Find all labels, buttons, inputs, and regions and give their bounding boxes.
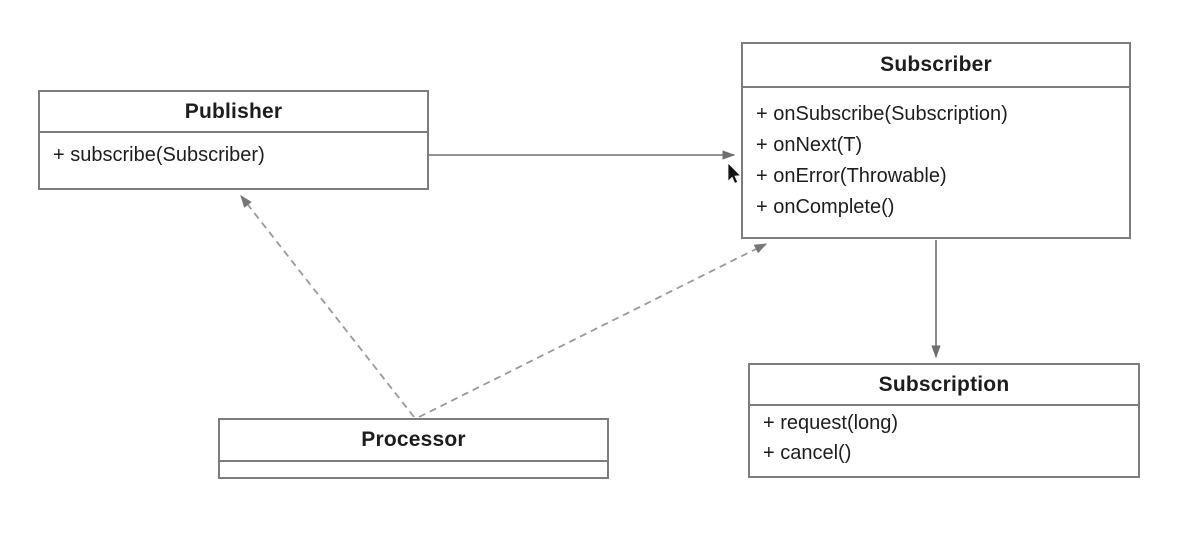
publisher-class-box: Publisher + subscribe(Subscriber) [38, 90, 429, 190]
edge-processor-to-subscriber [418, 243, 768, 418]
subscriber-method: + onSubscribe(Subscription) [756, 103, 1008, 125]
publisher-methods-compartment: + subscribe(Subscriber) [40, 133, 427, 170]
subscriber-class-title: Subscriber [743, 44, 1129, 88]
mouse-pointer-icon [727, 162, 742, 184]
subscription-method: + cancel() [763, 442, 852, 464]
subscriber-method: + onError(Throwable) [756, 165, 947, 187]
publisher-method: + subscribe(Subscriber) [53, 144, 265, 166]
subscription-class-title: Subscription [750, 365, 1138, 406]
processor-empty-compartment [220, 462, 607, 475]
subscriber-class-box: Subscriber + onSubscribe(Subscription) +… [741, 42, 1131, 239]
subscriber-method: + onNext(T) [756, 134, 863, 156]
subscriber-method: + onComplete() [756, 196, 895, 218]
processor-class-box: Processor [218, 418, 609, 479]
subscription-class-box: Subscription + request(long) + cancel() [748, 363, 1140, 478]
processor-class-title: Processor [220, 420, 607, 462]
subscription-methods-compartment: + request(long) + cancel() [750, 406, 1138, 468]
subscription-method: + request(long) [763, 412, 899, 434]
publisher-class-title: Publisher [40, 92, 427, 133]
edge-processor-to-publisher [240, 195, 415, 418]
subscriber-methods-compartment: + onSubscribe(Subscription) + onNext(T) … [743, 88, 1129, 223]
